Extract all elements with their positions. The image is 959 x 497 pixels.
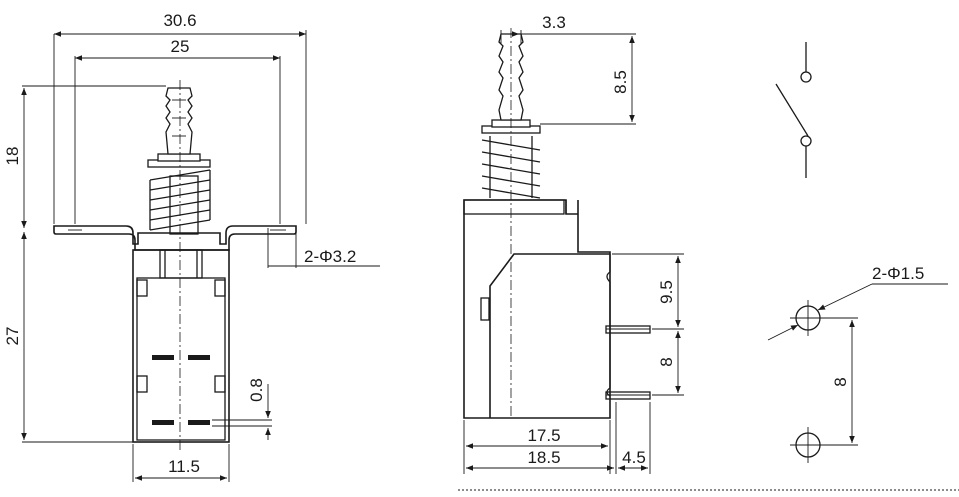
- dim-label-plunger-height: 18: [3, 147, 22, 166]
- dim-upper-pin-offset: 9.5: [612, 253, 684, 330]
- switch-symbol: [775, 42, 812, 178]
- dim-label-body-height: 27: [3, 327, 22, 346]
- dim-overall-depth: 18.5: [466, 448, 614, 471]
- callout-mount-holes: 2-Φ3.2: [267, 228, 380, 268]
- dim-label-overall-depth: 18.5: [527, 448, 560, 467]
- switch-housing: [132, 249, 230, 443]
- mounting-bracket: [53, 225, 297, 251]
- side-view: 3.3 8.5 9.5 8 17.5: [458, 13, 959, 491]
- dim-pin-spacing: 8: [652, 331, 684, 396]
- dim-bracket-width: 25: [74, 37, 281, 224]
- side-housing: [463, 199, 611, 419]
- dim-label-plunger-width: 3.3: [542, 13, 566, 32]
- dim-body-depth: 17.5: [463, 420, 611, 474]
- dim-plunger-travel: 8.5: [523, 33, 636, 125]
- plunger: [147, 87, 211, 168]
- dim-label-upper-pin-offset: 9.5: [657, 280, 676, 304]
- dim-label-overall-width: 30.6: [163, 11, 196, 30]
- dim-contact-gap: 0.8: [212, 378, 272, 440]
- dim-body-height: 27: [3, 232, 133, 443]
- dim-label-contact-gap: 0.8: [247, 378, 266, 402]
- dim-plunger-height: 18: [3, 85, 166, 228]
- front-view: 30.6 25 18 27 11.5: [3, 11, 380, 482]
- dim-label-plunger-travel: 8.5: [611, 70, 630, 94]
- callout-label-pin-holes: 2-Φ1.5: [872, 264, 924, 283]
- dim-label-hole-spacing: 8: [831, 377, 850, 386]
- side-pins: [605, 325, 651, 400]
- dim-body-width: 11.5: [132, 444, 230, 482]
- dim-label-body-width: 11.5: [168, 457, 200, 476]
- dim-overall-width: 30.6: [53, 11, 307, 224]
- dim-label-body-depth: 17.5: [527, 426, 560, 445]
- pin-hole-pattern: 2-Φ1.5 8: [767, 264, 948, 463]
- dim-pin-length: 4.5: [615, 402, 651, 474]
- dim-label-bracket-width: 25: [171, 37, 190, 56]
- callout-label-mount-holes: 2-Φ3.2: [304, 247, 356, 266]
- dim-label-pin-spacing: 8: [657, 357, 676, 366]
- dim-label-pin-length: 4.5: [622, 448, 646, 467]
